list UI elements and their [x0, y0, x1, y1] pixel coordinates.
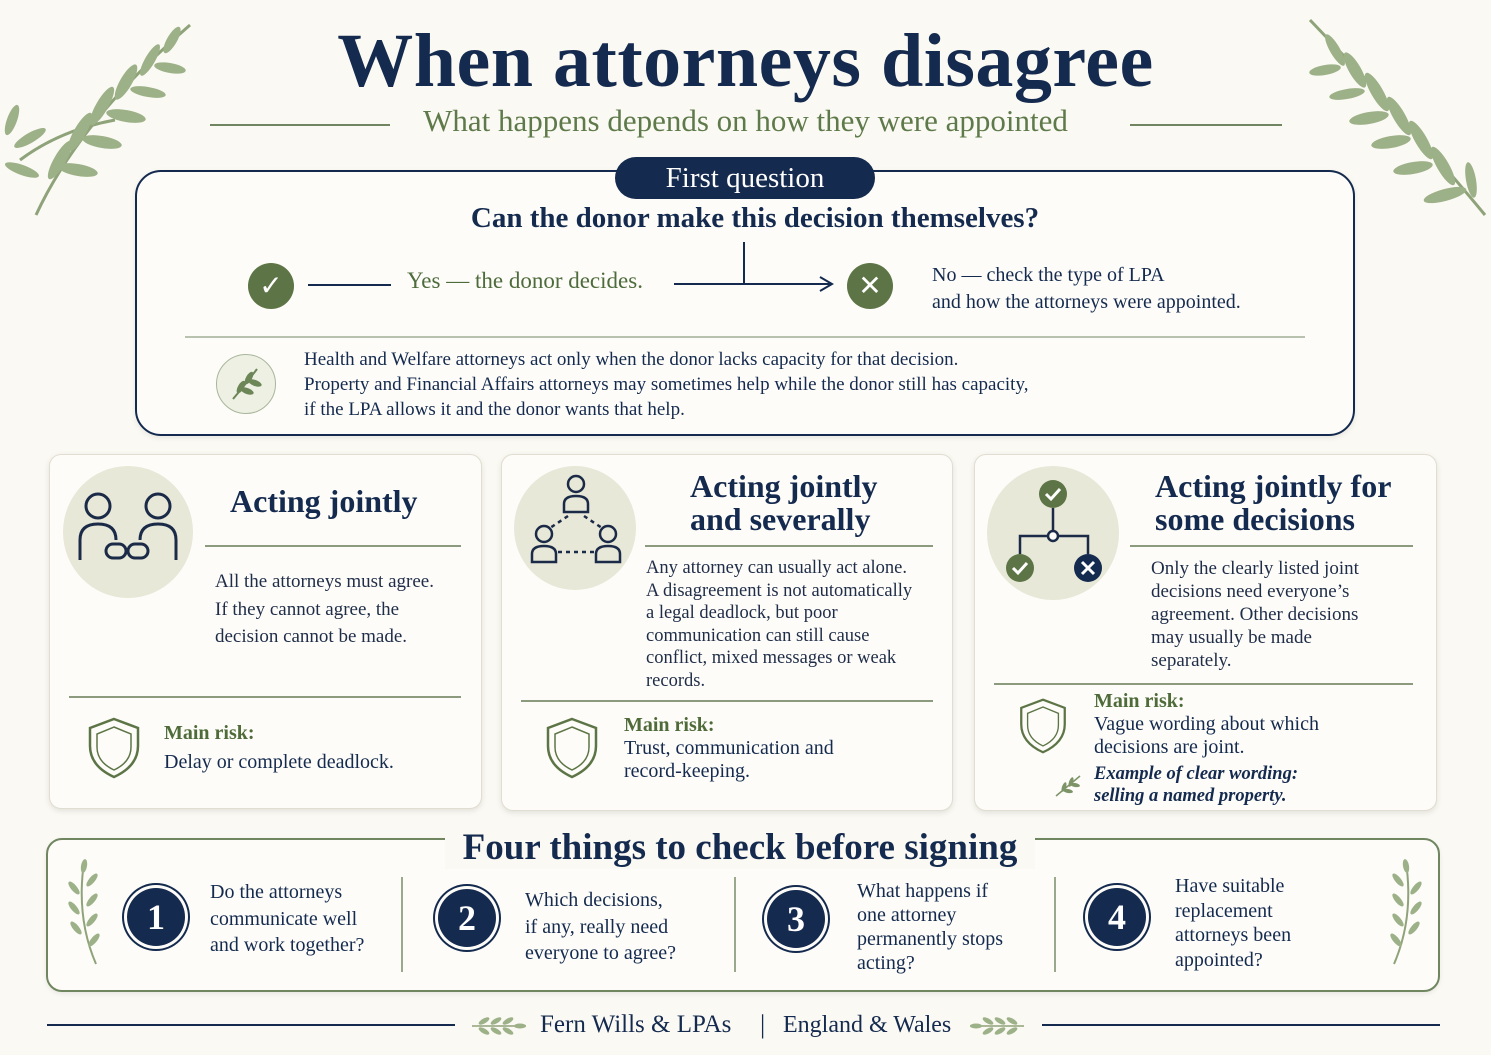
- sprig-right-icon: [1390, 859, 1422, 965]
- checklist-item-3: What happens if one attorney permanently…: [857, 880, 1004, 974]
- risk-text: Trust, communication and record-keeping.: [624, 737, 834, 782]
- subtitle-rule-left: [210, 124, 390, 126]
- sprig-left-icon: [68, 859, 100, 965]
- arrow-icon: [674, 242, 834, 292]
- no-answer: No — check the type of LPA and how the a…: [932, 264, 1241, 313]
- example-wording: Example of clear wording: selling a name…: [1094, 764, 1299, 806]
- checklist-item-4: Have suitable replacement attorneys been…: [1175, 875, 1292, 971]
- footer-separator: |: [760, 1010, 766, 1039]
- risk-text: Vague wording about which decisions are …: [1094, 713, 1319, 758]
- capacity-note: Health and Welfare attorneys act only wh…: [304, 349, 1029, 420]
- checklist-number-4: 4: [1088, 888, 1146, 946]
- checklist-number-3: 3: [767, 890, 825, 948]
- footer-rule-right: [1042, 1024, 1440, 1026]
- footer-rule-left: [47, 1024, 455, 1026]
- card-risk-rule: [521, 700, 933, 702]
- risk-label: Main risk:: [164, 722, 255, 744]
- card-risk-rule: [994, 683, 1413, 685]
- fern-left-icon: [4, 23, 191, 216]
- first-question-text: Can the donor make this decision themsel…: [470, 202, 1040, 234]
- card-title: Acting jointly: [230, 483, 418, 519]
- card-body: Any attorney can usually act alone. A di…: [646, 558, 913, 691]
- card-title-rule: [1130, 545, 1413, 547]
- checklist-divider: [401, 877, 403, 972]
- first-question-pill: First question: [615, 157, 875, 199]
- card-title: Acting jointly for some decisions: [1155, 468, 1392, 537]
- check-icon: ✓: [248, 263, 294, 309]
- yes-connector-line: [308, 284, 391, 286]
- sprig-icon: [970, 1017, 1024, 1035]
- subtitle-rule-right: [1130, 124, 1282, 126]
- footer-firm-name: Fern Wills & LPAs: [540, 1011, 732, 1038]
- risk-label: Main risk:: [1094, 690, 1185, 712]
- sprig-icon: [1055, 775, 1081, 797]
- card-title-rule: [645, 545, 933, 547]
- card-title: Acting jointly and severally: [690, 468, 878, 537]
- card-risk-rule: [69, 696, 461, 698]
- checklist-number-1: 1: [127, 888, 185, 946]
- card-title-rule: [205, 545, 461, 547]
- risk-label: Main risk:: [624, 714, 715, 736]
- first-question-divider: [185, 336, 1305, 338]
- page-title: When attorneys disagree: [337, 19, 1154, 103]
- shield-icon: [546, 717, 598, 779]
- checklist-title: Four things to check before signing: [445, 826, 1035, 869]
- risk-text: Delay or complete deadlock.: [164, 751, 394, 773]
- checklist-number-2: 2: [438, 889, 496, 947]
- card-body: Only the clearly listed joint decisions …: [1151, 558, 1359, 671]
- footer-region: England & Wales: [783, 1012, 952, 1038]
- yes-answer: Yes — the donor decides.: [407, 268, 643, 293]
- fern-right-icon: [1308, 18, 1487, 216]
- checklist-item-1: Do the attorneys communicate well and wo…: [210, 881, 365, 956]
- sprig-icon: [472, 1017, 526, 1035]
- checklist-item-2: Which decisions, if any, really need eve…: [525, 889, 677, 964]
- checklist-divider: [1054, 877, 1056, 972]
- sprig-icon: [216, 354, 276, 414]
- card-body: All the attorneys must agree. If they ca…: [215, 571, 434, 647]
- page-subtitle: What happens depends on how they were ap…: [423, 103, 1068, 138]
- decision-tree-icon: [1006, 480, 1102, 582]
- card-icon-backdrop: [514, 466, 636, 590]
- checklist-divider: [734, 877, 736, 972]
- cross-icon: ✕: [847, 263, 893, 309]
- card-icon-backdrop: [63, 466, 193, 598]
- shield-icon: [88, 717, 140, 779]
- people-linked-icon: [78, 492, 178, 560]
- network-icon: [530, 474, 622, 564]
- shield-icon: [1020, 698, 1066, 754]
